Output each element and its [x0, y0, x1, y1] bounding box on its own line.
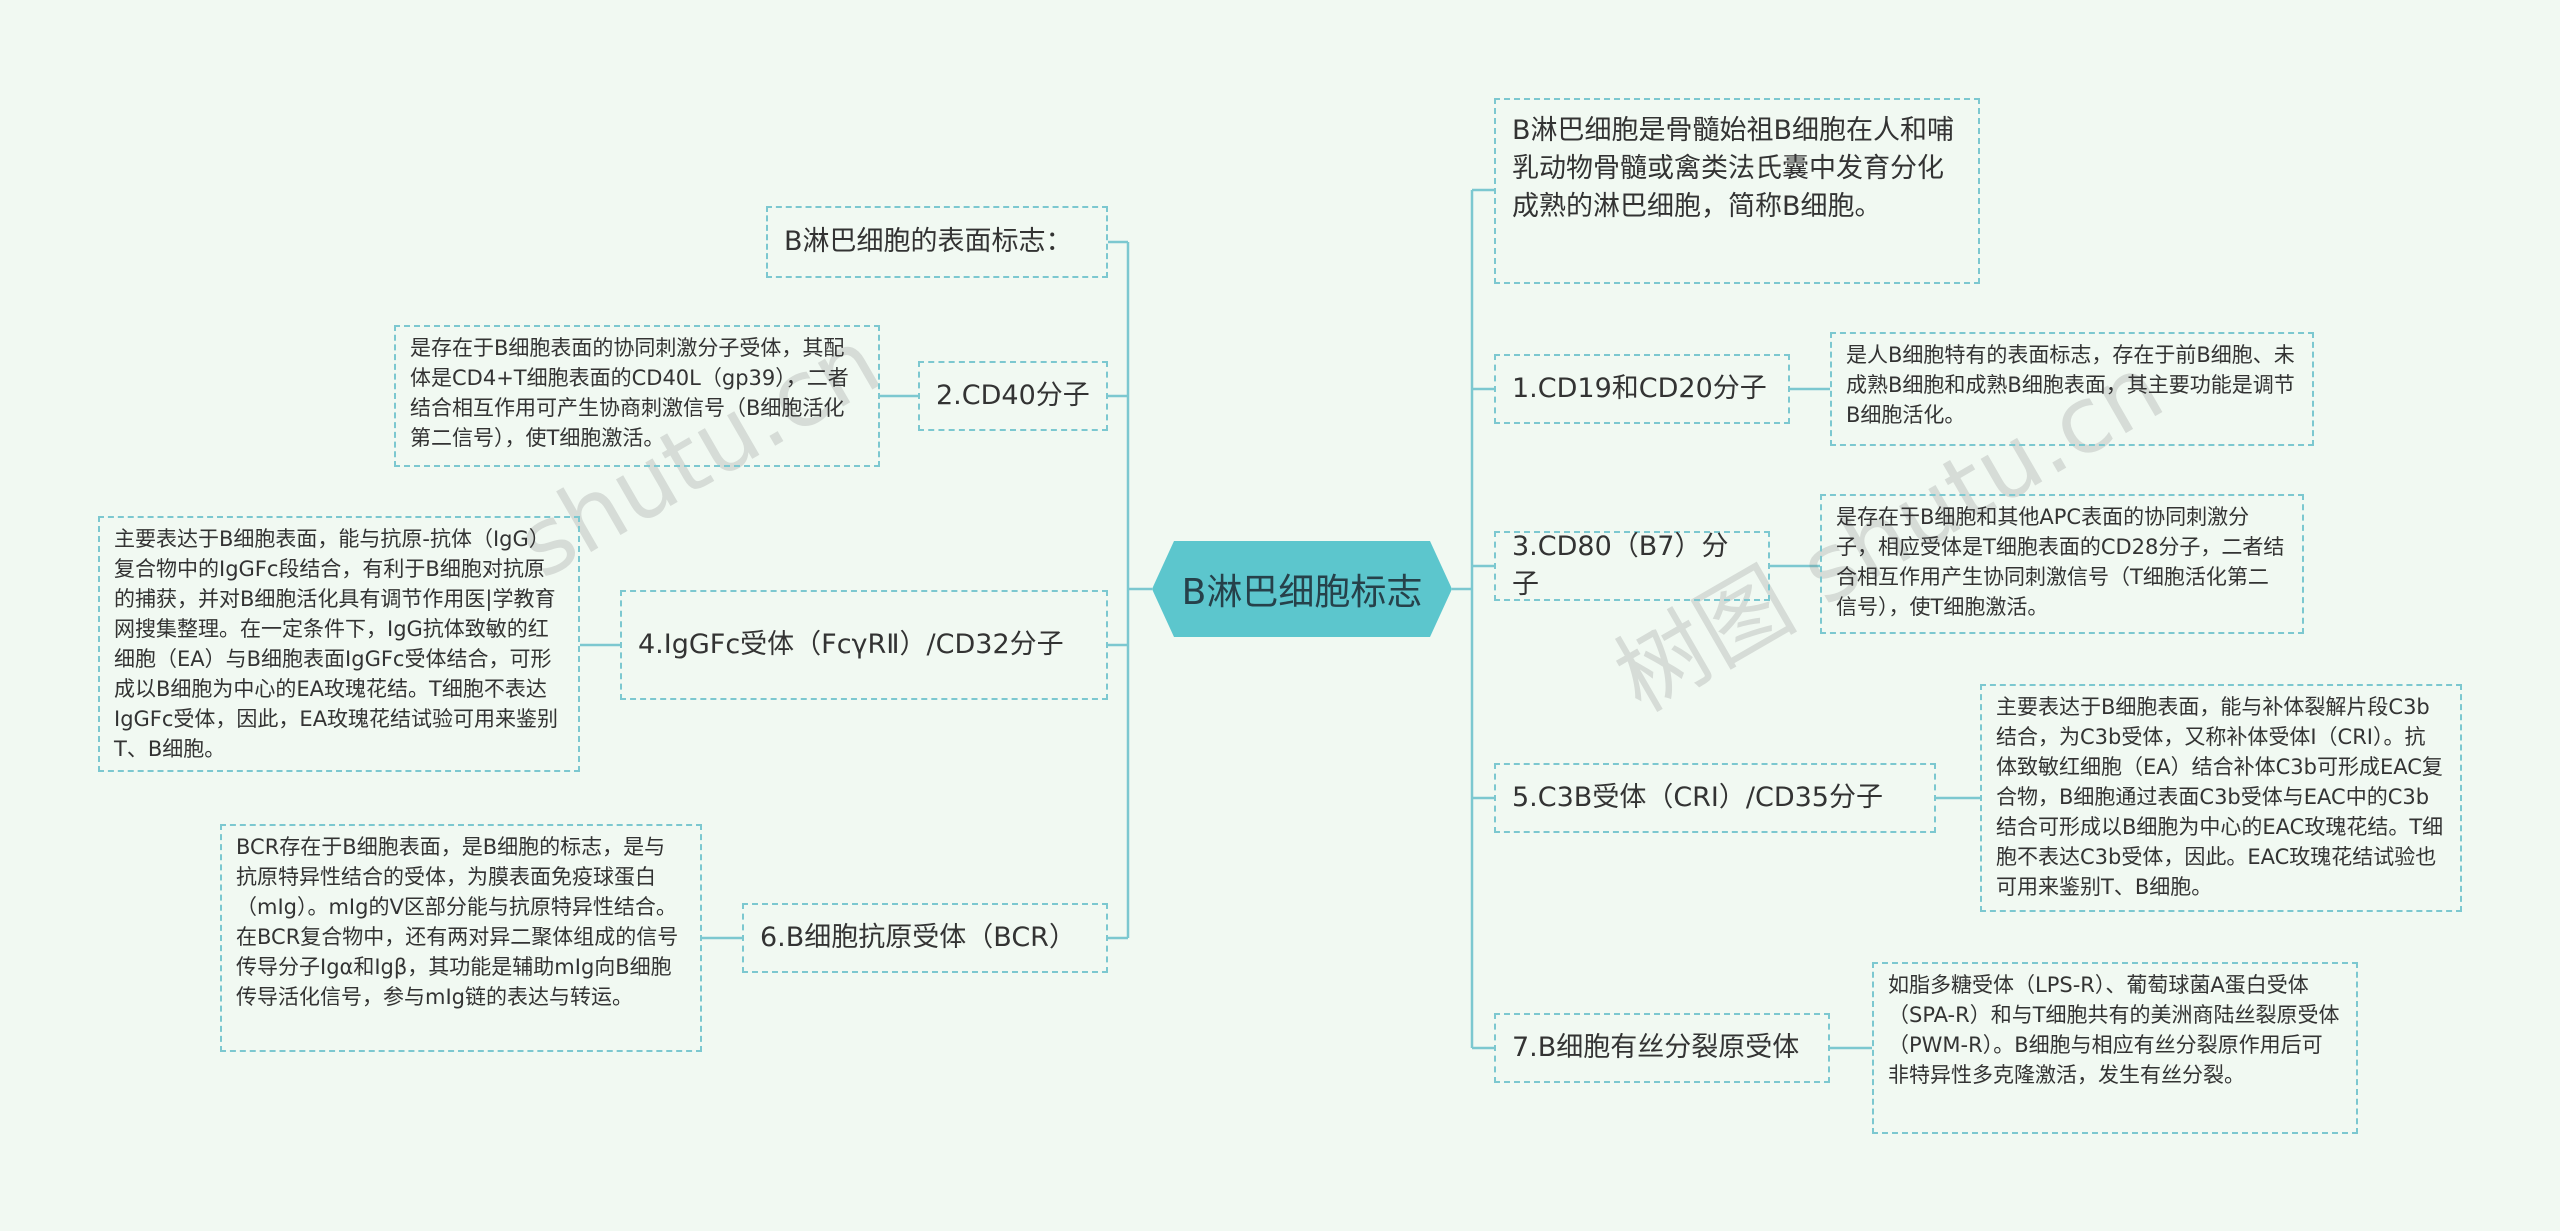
detail-text: BCR存在于B细胞表面，是B细胞的标志，是与抗原特异性结合的受体，为膜表面免疫球… [236, 835, 679, 1009]
root-label: B淋巴细胞标志 [1181, 572, 1423, 613]
detail-text: 如脂多糖受体（LPS-R）、葡萄球菌A蛋白受体（SPA-R）和与T细胞共有的美洲… [1888, 973, 2340, 1087]
detail-c3b-receptor: 主要表达于B细胞表面，能与补体裂解片段C3b结合，为C3b受体，又称补体受体Ⅰ（… [1980, 684, 2462, 912]
topic-label: 1.CD19和CD20分子 [1512, 373, 1767, 404]
topic-label: 2.CD40分子 [936, 380, 1090, 411]
topic-label: 6.B细胞抗原受体（BCR） [760, 922, 1076, 953]
detail-bcr: BCR存在于B细胞表面，是B细胞的标志，是与抗原特异性结合的受体，为膜表面免疫球… [220, 824, 702, 1052]
topic-label: 5.C3B受体（CRⅠ）/CD35分子 [1512, 782, 1883, 813]
detail-text: 主要表达于B细胞表面，能与补体裂解片段C3b结合，为C3b受体，又称补体受体Ⅰ（… [1996, 695, 2444, 899]
topic-surface-markers[interactable]: B淋巴细胞的表面标志： [766, 206, 1108, 278]
detail-mitogen-receptor: 如脂多糖受体（LPS-R）、葡萄球菌A蛋白受体（SPA-R）和与T细胞共有的美洲… [1872, 962, 2358, 1134]
topic-cd40[interactable]: 2.CD40分子 [918, 361, 1108, 431]
topic-label: B淋巴细胞的表面标志： [784, 226, 1073, 257]
detail-cd40: 是存在于B细胞表面的协同刺激分子受体，其配体是CD4+T细胞表面的CD40L（g… [394, 325, 880, 467]
detail-text: 主要表达于B细胞表面，能与抗原-抗体（IgG）复合物中的IgGFc段结合，有利于… [114, 527, 559, 761]
detail-text: 是存在于B细胞表面的协同刺激分子受体，其配体是CD4+T细胞表面的CD40L（g… [410, 336, 849, 450]
root-hexagon-shape [1152, 541, 1452, 637]
topic-label: 4.IgGFc受体（FcγRⅡ）/CD32分子 [638, 629, 1064, 660]
topic-label: B淋巴细胞是骨髓始祖B细胞在人和哺乳动物骨髓或禽类法氏囊中发育分化成熟的淋巴细胞… [1512, 115, 1955, 222]
root-node[interactable]: B淋巴细胞标志 [1152, 541, 1452, 637]
topic-label: 3.CD80（B7）分子 [1512, 531, 1729, 600]
topic-definition[interactable]: B淋巴细胞是骨髓始祖B细胞在人和哺乳动物骨髓或禽类法氏囊中发育分化成熟的淋巴细胞… [1494, 98, 1980, 284]
topic-cd19-cd20[interactable]: 1.CD19和CD20分子 [1494, 354, 1790, 424]
detail-text: 是人B细胞特有的表面标志，存在于前B细胞、未成熟B细胞和成熟B细胞表面，其主要功… [1846, 343, 2295, 427]
topic-cd80[interactable]: 3.CD80（B7）分子 [1494, 531, 1770, 601]
detail-cd19-cd20: 是人B细胞特有的表面标志，存在于前B细胞、未成熟B细胞和成熟B细胞表面，其主要功… [1830, 332, 2314, 446]
topic-c3b-receptor[interactable]: 5.C3B受体（CRⅠ）/CD35分子 [1494, 763, 1936, 833]
topic-fc-receptor[interactable]: 4.IgGFc受体（FcγRⅡ）/CD32分子 [620, 590, 1108, 700]
detail-fc-receptor: 主要表达于B细胞表面，能与抗原-抗体（IgG）复合物中的IgGFc段结合，有利于… [98, 516, 580, 772]
topic-bcr[interactable]: 6.B细胞抗原受体（BCR） [742, 903, 1108, 973]
detail-cd80: 是存在于B细胞和其他APC表面的协同刺激分子，相应受体是T细胞表面的CD28分子… [1820, 494, 2304, 634]
topic-mitogen-receptor[interactable]: 7.B细胞有丝分裂原受体 [1494, 1013, 1830, 1083]
topic-label: 7.B细胞有丝分裂原受体 [1512, 1032, 1800, 1063]
detail-text: 是存在于B细胞和其他APC表面的协同刺激分子，相应受体是T细胞表面的CD28分子… [1836, 505, 2285, 619]
